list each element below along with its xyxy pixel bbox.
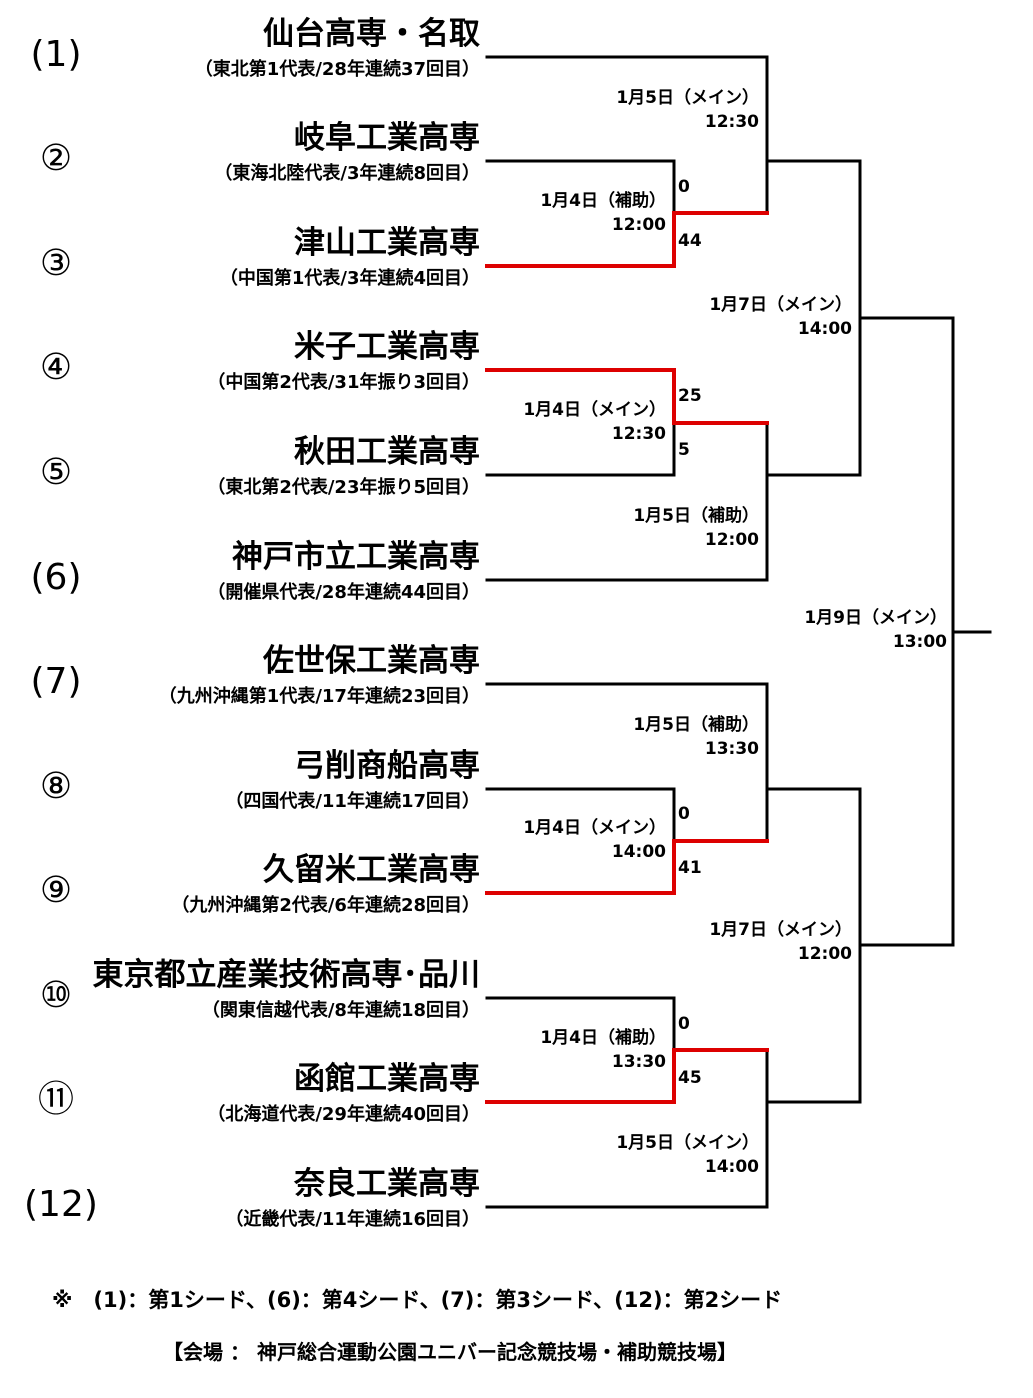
bracket-line-qf xyxy=(485,421,769,582)
team-name: 函館工業高専 xyxy=(294,1061,480,1097)
match-date: 1月5日（補助） xyxy=(633,506,759,526)
team-detail: （近畿代表/11年連続16回目） xyxy=(225,1209,480,1230)
match-time: 12:00 xyxy=(797,944,852,964)
team-name: 神戸市立工業高専 xyxy=(232,539,480,575)
team-seed: ⑤ xyxy=(39,452,73,493)
match-date: 1月7日（メイン） xyxy=(709,920,852,940)
match-score-bottom: 44 xyxy=(678,231,702,251)
match-date: 1月7日（メイン） xyxy=(709,295,852,315)
match-date: 1月9日（メイン） xyxy=(804,608,947,628)
team-name: 岐阜工業高専 xyxy=(294,120,480,156)
team-seed: (1) xyxy=(30,34,82,75)
team-name: 佐世保工業高専 xyxy=(263,643,480,679)
match-score-top: 0 xyxy=(678,804,690,824)
match-score-top: 25 xyxy=(678,386,702,406)
team-detail: （東北第2代表/23年振り5回目） xyxy=(207,477,480,498)
match-date: 1月5日（メイン） xyxy=(616,1133,759,1153)
bracket-line-r1 xyxy=(485,839,676,895)
match-time: 13:30 xyxy=(704,739,759,759)
team-detail: （関東信越代表/8年連続18回目） xyxy=(201,1000,480,1021)
match-date: 1月4日（補助） xyxy=(540,1028,666,1048)
team-name: 弓削商船高専 xyxy=(294,748,480,784)
match-score-top: 0 xyxy=(678,1014,690,1034)
bracket-line-qf xyxy=(485,1048,769,1209)
bracket-lines xyxy=(485,55,992,1209)
team-name: 久留米工業高専 xyxy=(263,852,480,888)
bracket-line-qf xyxy=(485,55,769,215)
team-seed: (7) xyxy=(30,661,82,702)
bracket-line-r1 xyxy=(485,996,676,1052)
bracket-line-r1 xyxy=(485,211,676,268)
team-seed: ② xyxy=(39,138,73,179)
team-detail: （開催県代表/28年連続44回目） xyxy=(207,582,480,603)
team-detail: （中国第2代表/31年振り3回目） xyxy=(207,372,480,393)
bracket-line-r1 xyxy=(485,1048,676,1104)
winner-lines xyxy=(485,211,769,1104)
team-seed: ④ xyxy=(39,347,73,388)
team-seed: ③ xyxy=(39,243,73,284)
match-score-bottom: 45 xyxy=(678,1068,702,1088)
bracket-line-r1 xyxy=(485,421,676,477)
team-detail: （九州沖縄第1代表/17年連続23回目） xyxy=(158,686,480,707)
bracket-line-r1 xyxy=(485,368,676,425)
match-time: 12:00 xyxy=(704,530,759,550)
team-name: 津山工業高専 xyxy=(294,225,480,261)
team-seed: (6) xyxy=(30,557,82,598)
team-detail: （東海北陸代表/3年連続8回目） xyxy=(214,163,480,184)
team-detail: （四国代表/11年連続17回目） xyxy=(225,791,480,812)
match-time: 13:30 xyxy=(611,1052,666,1072)
team-seed: ⑪ xyxy=(37,1079,74,1120)
match-time: 14:00 xyxy=(704,1157,759,1177)
match-time: 14:00 xyxy=(797,319,852,339)
match-time: 12:30 xyxy=(704,112,759,132)
match-date: 1月4日（メイン） xyxy=(523,400,666,420)
match-time: 13:00 xyxy=(892,632,947,652)
team-seed: ⑧ xyxy=(39,766,73,807)
team-detail: （北海道代表/29年連続40回目） xyxy=(207,1104,480,1125)
match-score-top: 0 xyxy=(678,177,690,197)
match-score-bottom: 5 xyxy=(678,440,690,460)
match-date: 1月5日（メイン） xyxy=(616,88,759,108)
team-name: 奈良工業高専 xyxy=(294,1166,480,1202)
seed-footnote: ※ (1)：第1シード、(6)：第4シード、(7)：第3シード、(12)：第2シ… xyxy=(52,1288,783,1312)
match-time: 12:00 xyxy=(611,215,666,235)
team-detail: （東北第1代表/28年連続37回目） xyxy=(194,59,480,80)
team-name: 仙台高専・名取 xyxy=(263,16,480,52)
team-seed: (12) xyxy=(24,1184,98,1225)
team-name: 米子工業高専 xyxy=(294,329,480,365)
team-detail: （九州沖縄第2代表/6年連続28回目） xyxy=(171,895,480,916)
team-seed: ⑩ xyxy=(39,975,73,1016)
match-date: 1月4日（メイン） xyxy=(523,818,666,838)
team-name: 秋田工業高専 xyxy=(294,434,480,470)
bracket-line-r1 xyxy=(485,159,676,215)
bracket-line-r1 xyxy=(485,787,676,843)
match-date: 1月5日（補助） xyxy=(633,715,759,735)
venue-info: 【会場 ： 神戸総合運動公園ユニバー記念競技場・補助競技場】 xyxy=(163,1340,737,1364)
match-score-bottom: 41 xyxy=(678,858,702,878)
match-date: 1月4日（補助） xyxy=(540,191,666,211)
match-time: 14:00 xyxy=(611,842,666,862)
team-detail: （中国第1代表/3年連続4回目） xyxy=(219,268,480,289)
team-seed: ⑨ xyxy=(39,870,73,911)
match-time: 12:30 xyxy=(611,424,666,444)
team-name: 東京都立産業技術高専･品川 xyxy=(92,957,481,993)
